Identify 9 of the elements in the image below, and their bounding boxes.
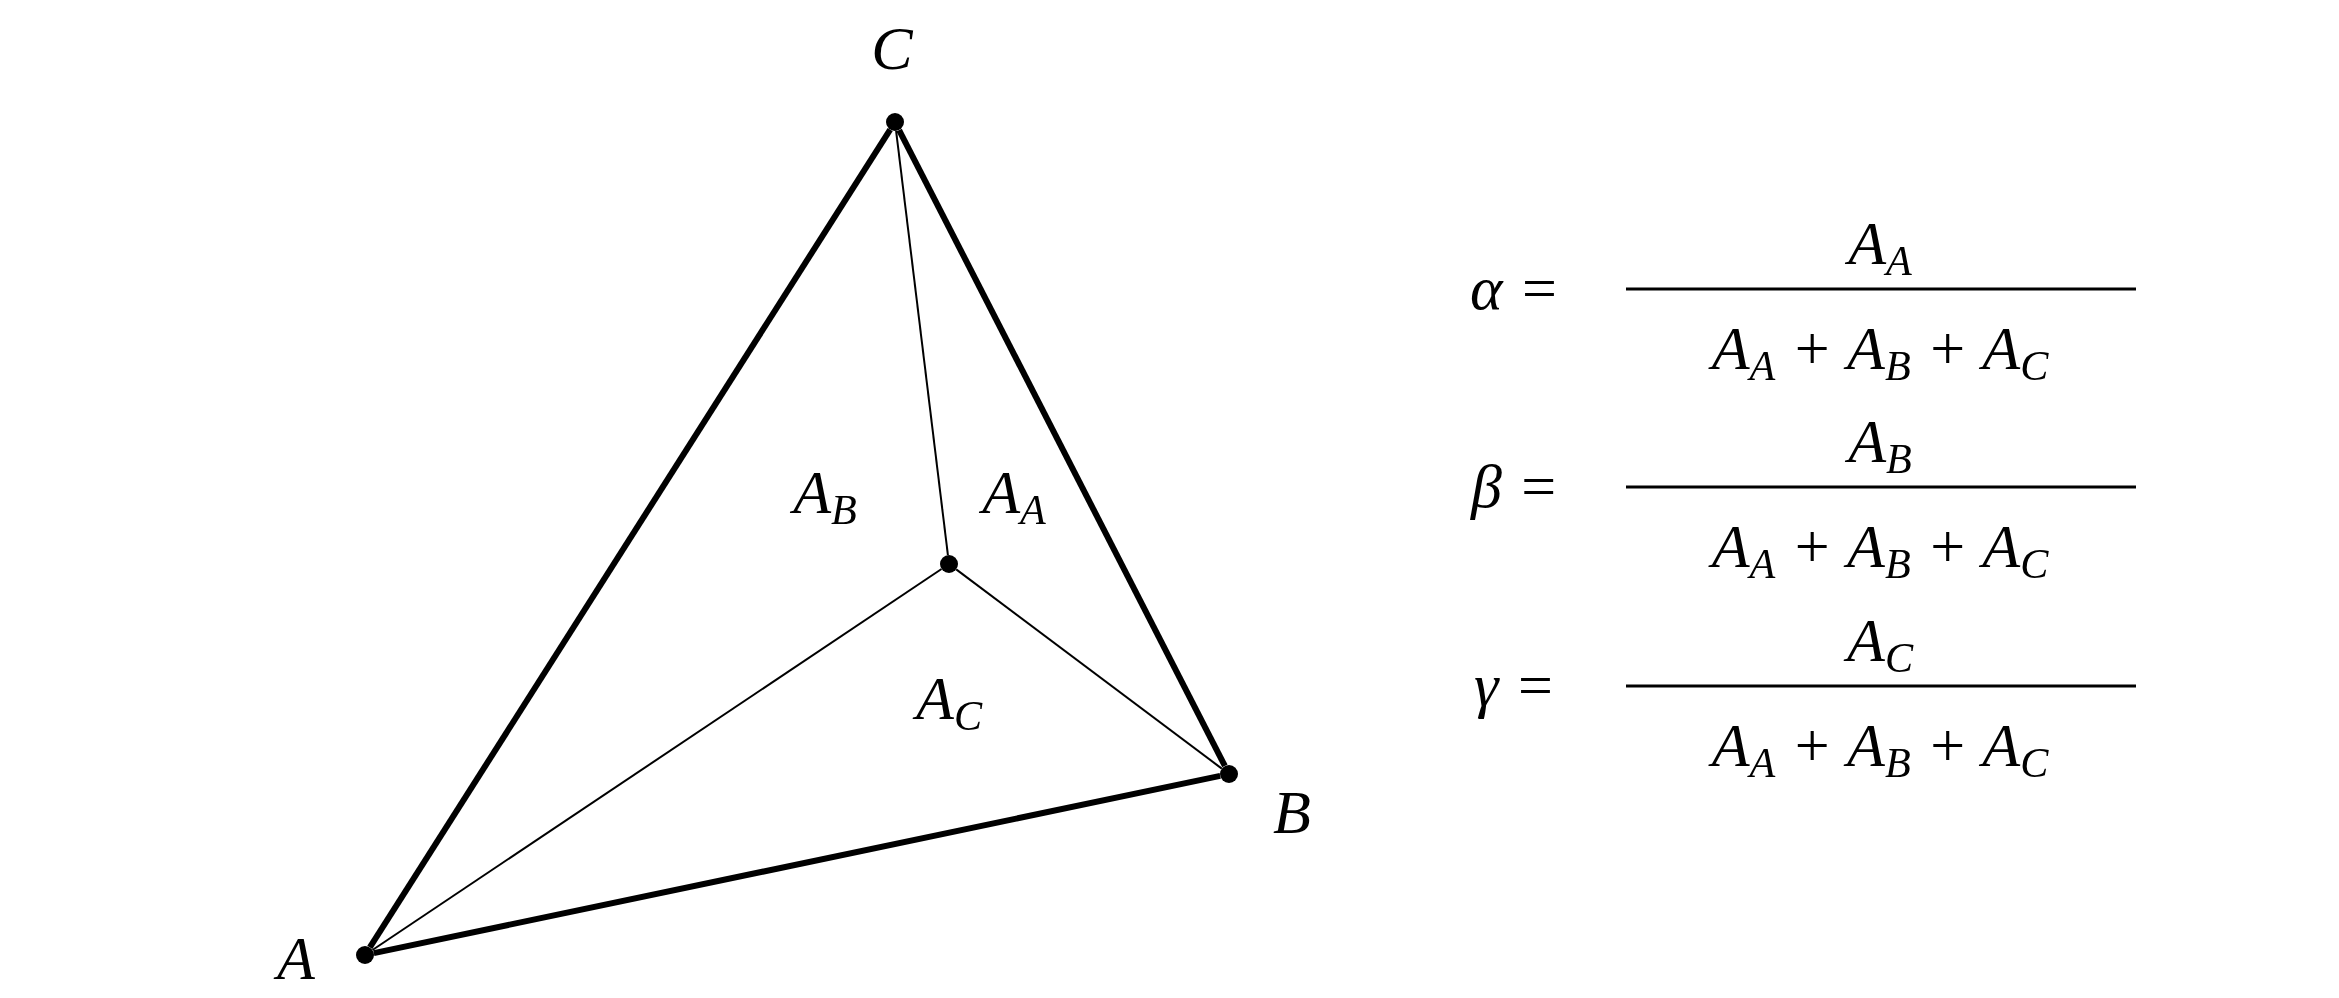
vertex-label: B: [1273, 781, 1311, 843]
vertex-label: C: [871, 17, 913, 79]
triangle-side: [896, 128, 1228, 768]
triangle-side: [373, 772, 1221, 957]
triangle-side: [367, 127, 893, 950]
connecting-line: [371, 568, 943, 951]
formula-lhs: α =: [1470, 257, 1560, 319]
connecting-line: [895, 129, 949, 557]
connecting-line: [955, 568, 1223, 770]
